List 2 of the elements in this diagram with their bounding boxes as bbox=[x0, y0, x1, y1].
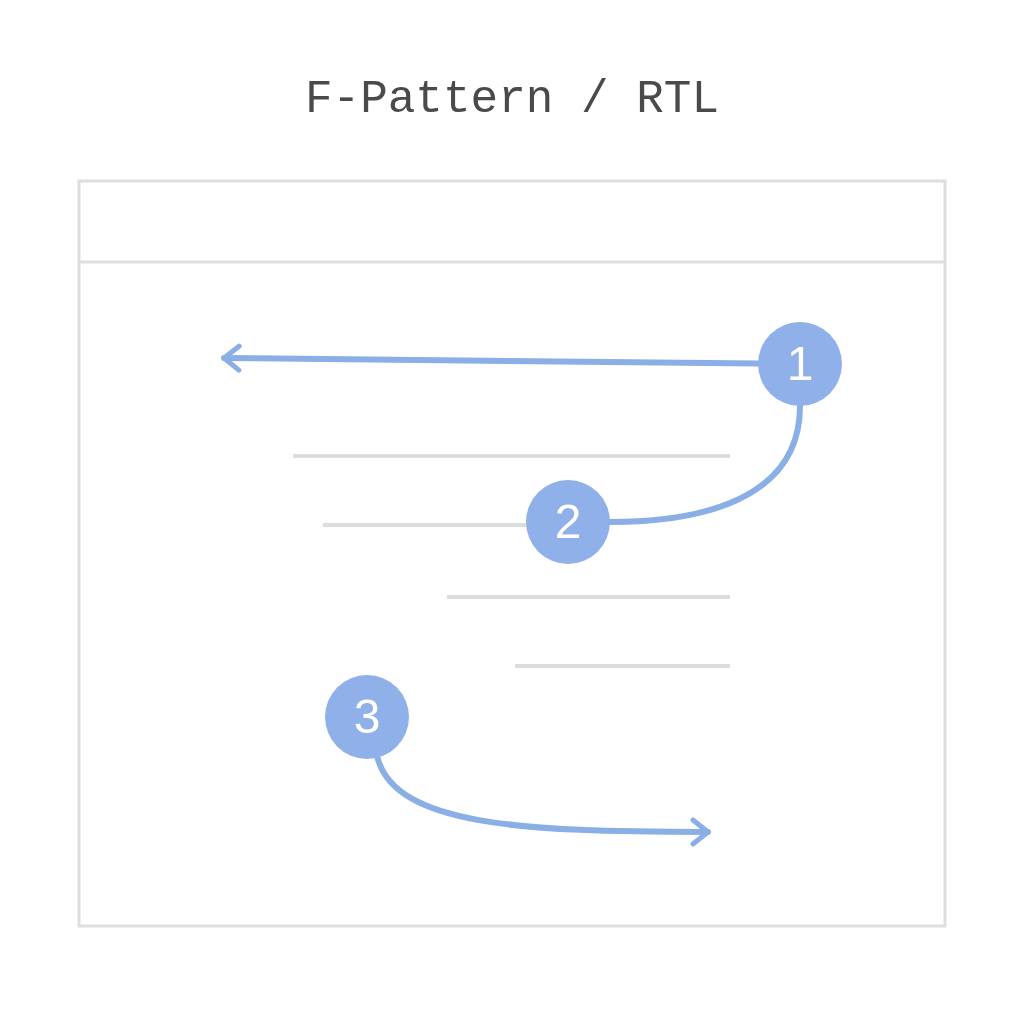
arrow bbox=[374, 754, 711, 847]
title: F-Pattern / RTL bbox=[303, 73, 721, 128]
